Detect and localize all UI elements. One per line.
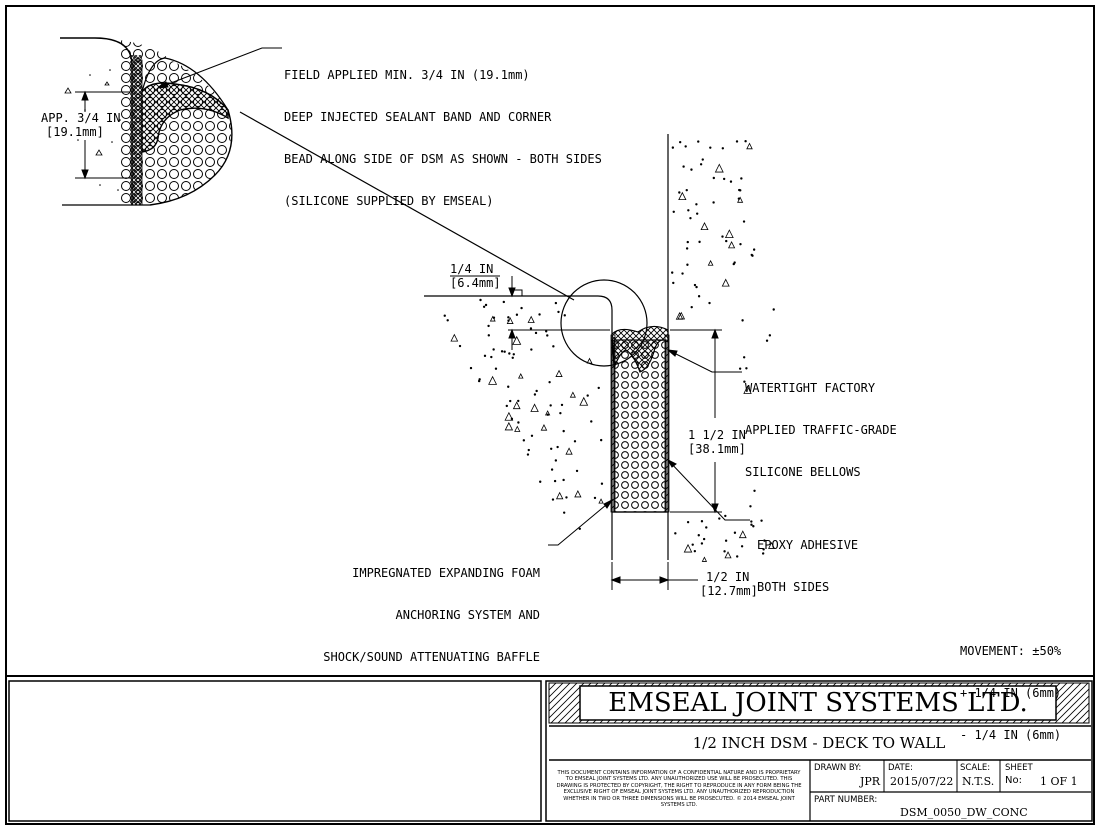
recess-dim-label: 1/4 IN (450, 262, 494, 276)
bellows-line-2: APPLIED TRAFFIC-GRADE (745, 423, 897, 437)
concrete-aggregate (443, 140, 776, 562)
field-applied-line-4: (SILICONE SUPPLIED BY EMSEAL) (284, 194, 494, 208)
detail-callout (239, 111, 648, 367)
bellows-line-3: SILICONE BELLOWS (745, 465, 861, 479)
recess-dim-mm-label: [6.4mm] (450, 276, 501, 290)
field-applied-note: FIELD APPLIED MIN. 3/4 IN (19.1mm) DEEP … (284, 40, 602, 222)
date-value: 2015/07/22 (890, 775, 954, 788)
part-number-label: PART NUMBER: (814, 795, 878, 805)
field-applied-line-1: FIELD APPLIED MIN. 3/4 IN (19.1mm) (284, 68, 530, 82)
sheet-no-label: No: (1005, 775, 1022, 786)
confidential-note: THIS DOCUMENT CONTAINS INFORMATION OF A … (556, 770, 802, 809)
drawn-by-value: JPR (860, 775, 881, 788)
drawing-title: 1/2 INCH DSM - DECK TO WALL (692, 734, 946, 752)
concrete-deck (424, 295, 613, 560)
movement-note: MOVEMENT: ±50% + 1/4 IN (6mm) - 1/4 IN (… (960, 616, 1061, 756)
field-applied-line-2: DEEP INJECTED SEALANT BAND AND CORNER (284, 110, 552, 124)
sheet-label: SHEET (1005, 763, 1033, 773)
foam-line-2: ANCHORING SYSTEM AND (395, 608, 541, 622)
date-label: DATE: (888, 763, 913, 773)
part-number-value: DSM_0050_DW_CONC (900, 806, 1028, 819)
movement-line-3: - 1/4 IN (6mm) (960, 728, 1062, 742)
foam-line-1: IMPREGNATED EXPANDING FOAM (352, 566, 540, 580)
epoxy-note: EPOXY ADHESIVE BOTH SIDES (757, 510, 858, 608)
width-dim-mm-label: [12.7mm] (700, 584, 758, 598)
scale-value: N.T.S. (962, 775, 995, 788)
depth-dim-label: 1 1/2 IN (688, 428, 746, 442)
field-applied-line-3: BEAD ALONG SIDE OF DSM AS SHOWN - BOTH S… (284, 152, 602, 166)
movement-line-1: MOVEMENT: ±50% (960, 644, 1062, 658)
movement-line-2: + 1/4 IN (6mm) (960, 686, 1062, 700)
epoxy-line-1: EPOXY ADHESIVE (757, 538, 859, 552)
company-name: EMSEAL JOINT SYSTEMS LTD. (608, 688, 1028, 718)
width-dim-label: 1/2 IN (706, 570, 750, 584)
foam-line-3: SHOCK/SOUND ATTENUATING BAFFLE (323, 650, 540, 664)
bellows-line-1: WATERTIGHT FACTORY (745, 381, 876, 395)
epoxy-line-2: BOTH SIDES (757, 580, 830, 594)
sheet-border (5, 5, 1095, 825)
bellows-note: WATERTIGHT FACTORY APPLIED TRAFFIC-GRADE… (745, 353, 897, 493)
dsm-foam-seal (610, 325, 670, 513)
title-block (548, 682, 1091, 821)
drawn-by-label: DRAWN BY: (814, 763, 862, 773)
dimension-lines (450, 275, 750, 590)
sheet-value: 1 OF 1 (1040, 775, 1078, 788)
scale-label: SCALE: (960, 763, 991, 773)
depth-dim-mm-label: [38.1mm] (688, 442, 746, 456)
app-dim-mm-label: [19.1mm] (46, 125, 104, 139)
app-dim-label: APP. 3/4 IN (41, 111, 121, 125)
foam-note: IMPREGNATED EXPANDING FOAM ANCHORING SYS… (300, 538, 540, 678)
enlarged-detail (60, 37, 282, 206)
